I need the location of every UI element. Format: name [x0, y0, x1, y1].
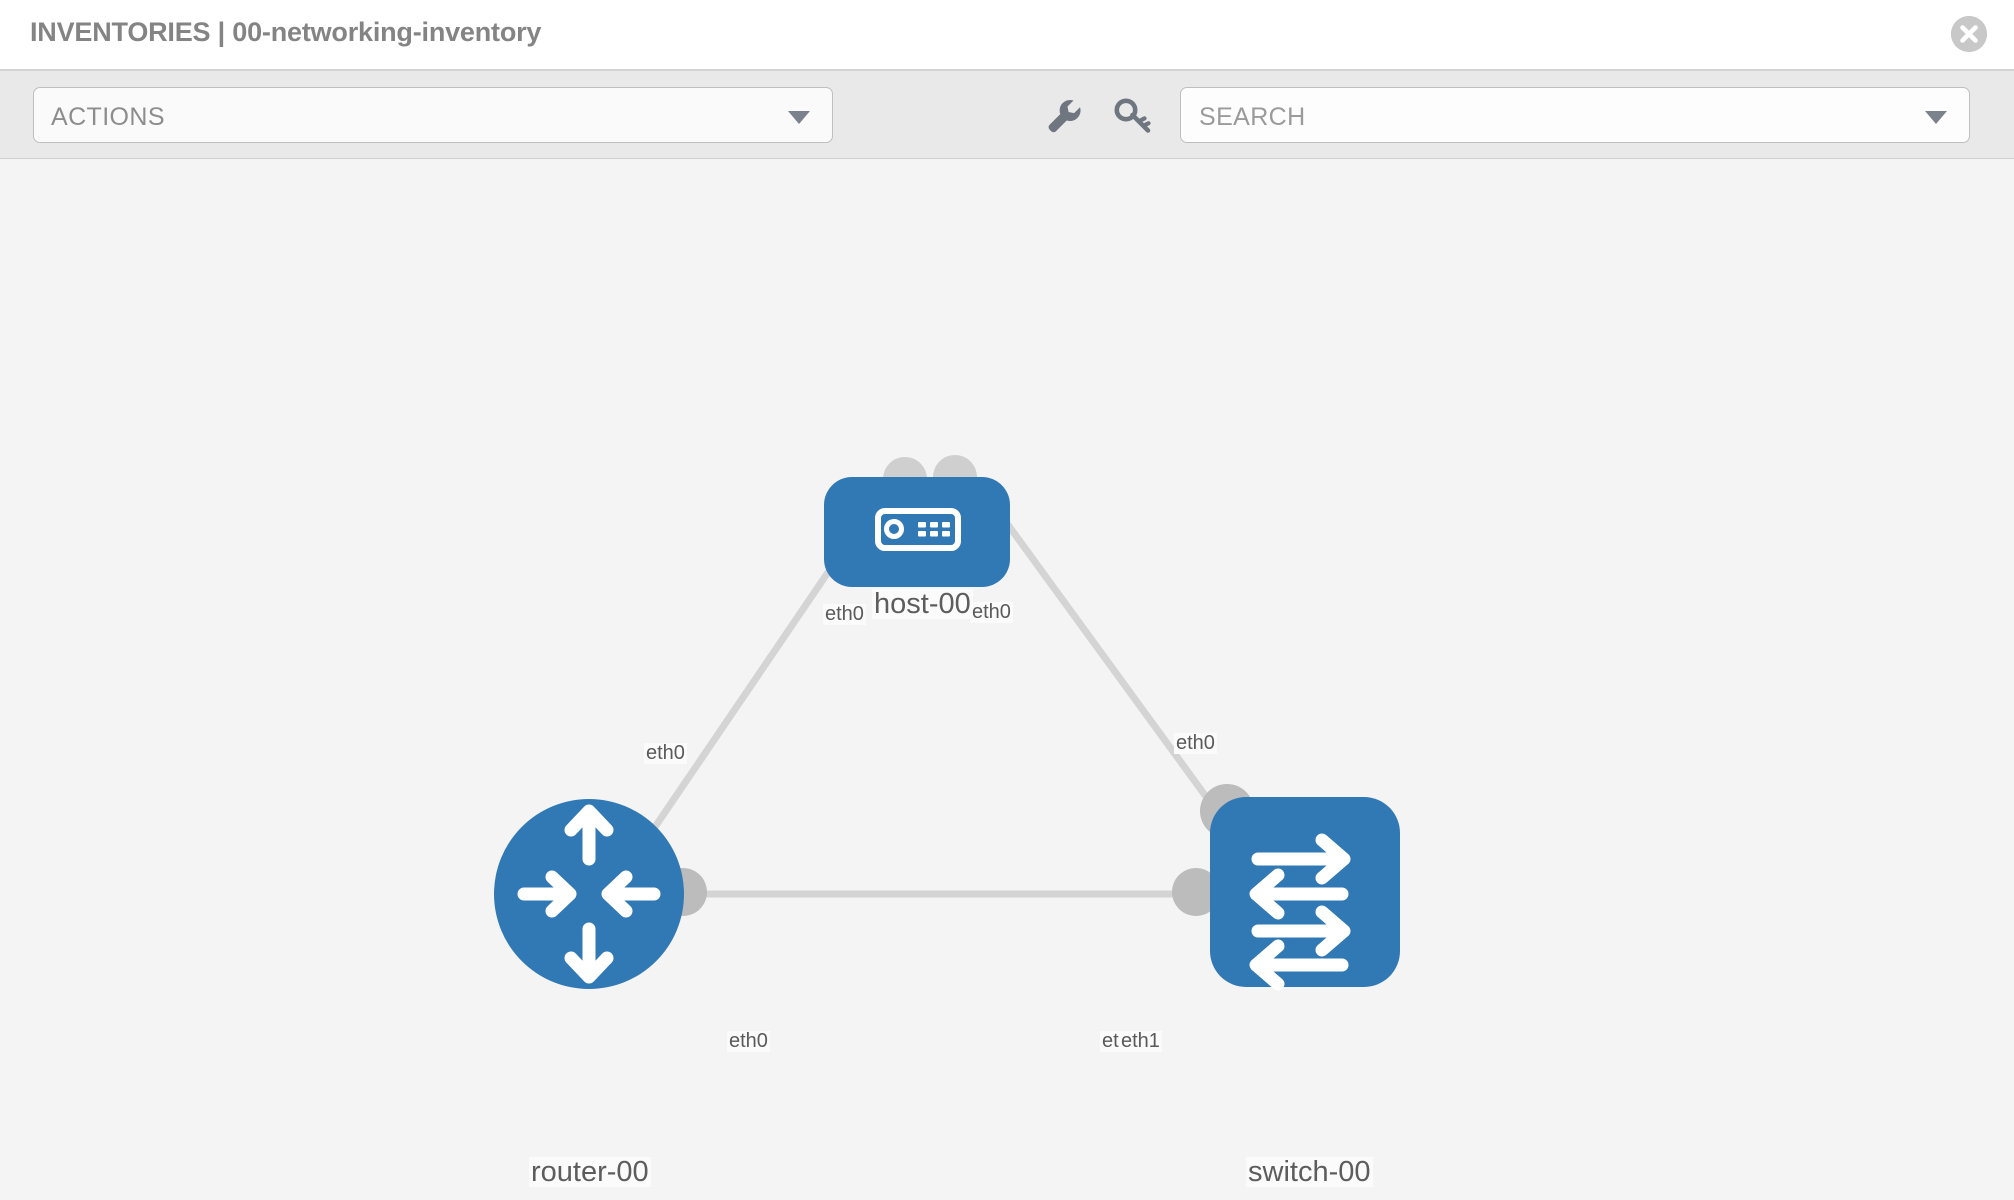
node-label-host-00: host-00 — [872, 588, 973, 620]
node-label-router-00: router-00 — [529, 1156, 651, 1188]
chevron-down-icon[interactable] — [1925, 111, 1947, 124]
node-router-00 — [494, 799, 684, 989]
node-label-switch-00: switch-00 — [1246, 1156, 1373, 1188]
node-host-00 — [824, 477, 1010, 587]
topology-canvas[interactable]: host-00 router-00 switch-00 eth0 eth0 et… — [0, 159, 2014, 1200]
iface-label-switch00-to-router00: eth1 — [1119, 1030, 1162, 1052]
close-icon[interactable] — [1951, 16, 1987, 52]
actions-dropdown[interactable]: ACTIONS — [33, 87, 833, 143]
connector-switch00-eth1 — [1172, 868, 1220, 916]
key-icon[interactable] — [1110, 93, 1156, 139]
search-input[interactable]: SEARCH — [1180, 87, 1970, 143]
iface-label-host00-to-router00: eth0 — [823, 603, 866, 625]
toolbar: ACTIONS SEARCH — [0, 71, 2014, 159]
node-switch-00 — [1210, 797, 1400, 991]
actions-dropdown-label: ACTIONS — [51, 103, 165, 131]
wrench-icon[interactable] — [1040, 93, 1086, 139]
page-header: INVENTORIES | 00-networking-inventory — [0, 0, 2014, 71]
iface-label-router00-to-host00: eth0 — [644, 742, 687, 764]
iface-label-host00-to-switch00: eth0 — [970, 601, 1013, 623]
page-title: INVENTORIES | 00-networking-inventory — [30, 17, 542, 47]
iface-label-router00-to-switch00: eth0 — [727, 1030, 770, 1052]
topology-graph — [494, 455, 1400, 991]
iface-label-switch00-to-host00: eth0 — [1174, 732, 1217, 754]
search-placeholder: SEARCH — [1199, 103, 1306, 131]
chevron-down-icon — [788, 111, 810, 124]
